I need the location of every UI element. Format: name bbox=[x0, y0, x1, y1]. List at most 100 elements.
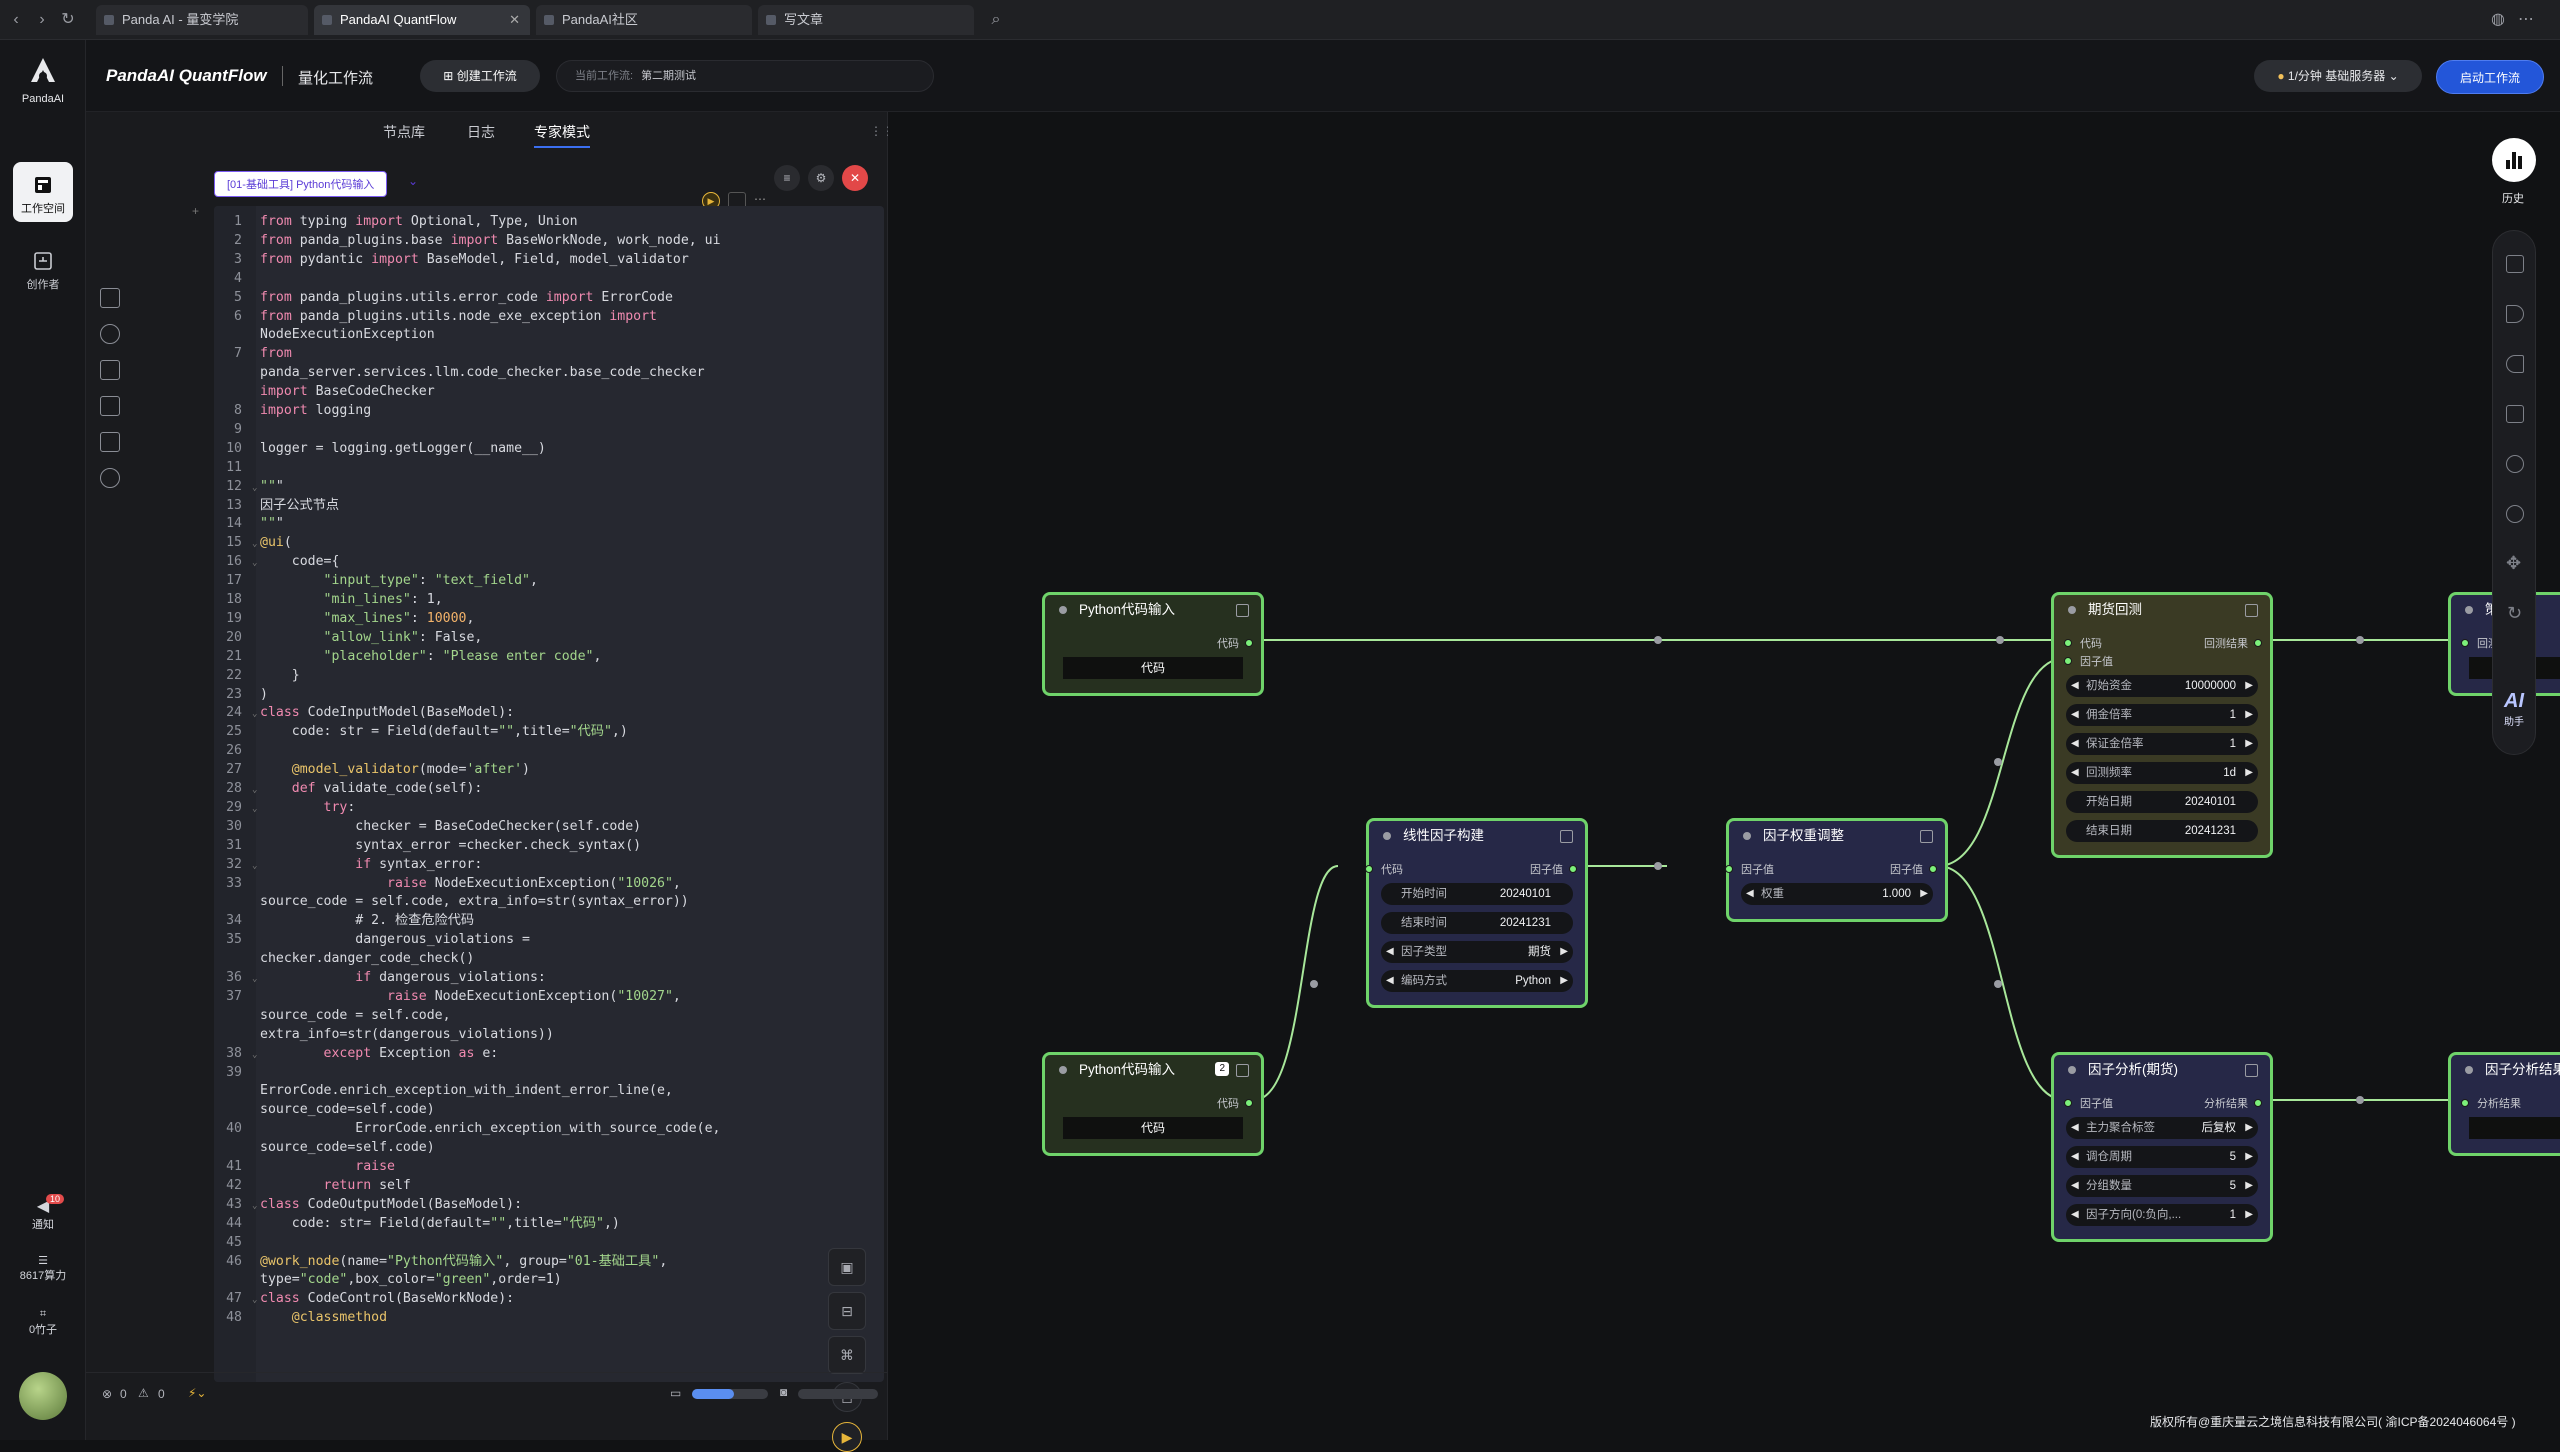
arrow-right-icon[interactable]: ▶ bbox=[1560, 946, 1568, 957]
arrow-left-icon[interactable]: ◀ bbox=[1386, 946, 1394, 957]
tab-expert-mode[interactable]: 专家模式 bbox=[534, 122, 590, 148]
input-port[interactable] bbox=[2064, 1099, 2072, 1107]
avatar[interactable] bbox=[19, 1372, 67, 1420]
edit-icon[interactable] bbox=[1920, 830, 1933, 843]
rail-compute[interactable]: ☰ 8617算力 bbox=[10, 1254, 76, 1283]
history-button[interactable] bbox=[2492, 138, 2536, 182]
browser-tab[interactable]: PandaAI社区 bbox=[536, 5, 752, 35]
fold-icon[interactable]: ⌄ bbox=[252, 709, 258, 720]
node-header[interactable]: 线性因子构建 bbox=[1369, 821, 1585, 851]
command-icon[interactable]: ⌘ bbox=[828, 1336, 866, 1374]
arrow-left-icon[interactable]: ◀ bbox=[2071, 738, 2079, 749]
fold-icon[interactable]: ⌄ bbox=[252, 539, 258, 550]
edit-icon[interactable] bbox=[1236, 604, 1249, 617]
share-icon[interactable] bbox=[100, 468, 120, 488]
server-select[interactable]: ● 1/分钟 基础服务器 ⌄ bbox=[2254, 60, 2422, 92]
format-icon[interactable]: ⊟ bbox=[828, 1292, 866, 1330]
param-direction[interactable]: ◀因子方向(0:负向,...1▶ bbox=[2066, 1204, 2258, 1226]
globe-icon[interactable]: ◍ bbox=[2491, 11, 2505, 28]
lightning-icon[interactable]: ⚡⌄ bbox=[188, 1386, 207, 1400]
tree-icon[interactable] bbox=[100, 288, 120, 308]
param-main-contract[interactable]: ◀主力聚合标签后复权▶ bbox=[2066, 1117, 2258, 1139]
code-button[interactable]: 代码 bbox=[1063, 657, 1243, 679]
output-port[interactable] bbox=[1929, 865, 1937, 873]
arrow-left-icon[interactable]: ◀ bbox=[2071, 767, 2079, 778]
zoom-icon[interactable]: ◙ bbox=[780, 1385, 788, 1399]
rail-workspace-button[interactable]: 工作空间 bbox=[13, 162, 73, 222]
reload-icon[interactable]: ↻ bbox=[61, 11, 75, 28]
reset-icon[interactable]: ↻ bbox=[2507, 603, 2523, 623]
import-icon[interactable] bbox=[2506, 355, 2524, 373]
fold-icon[interactable]: ⌄ bbox=[252, 803, 258, 814]
input-port[interactable] bbox=[2461, 639, 2469, 647]
more-icon[interactable]: ⋯ bbox=[754, 192, 766, 206]
arrow-left-icon[interactable]: ◀ bbox=[2071, 680, 2079, 691]
forward-icon[interactable]: › bbox=[39, 11, 45, 28]
arrow-left-icon[interactable]: ◀ bbox=[1746, 888, 1754, 899]
more-icon[interactable]: ⋯ bbox=[2518, 11, 2534, 28]
fold-icon[interactable]: ⌄ bbox=[252, 482, 258, 493]
gear-icon[interactable]: ⚙ bbox=[808, 165, 834, 191]
arrow-right-icon[interactable]: ▶ bbox=[2245, 767, 2253, 778]
chevron-down-icon[interactable]: ⌄ bbox=[408, 174, 419, 188]
arrow-right-icon[interactable]: ▶ bbox=[2245, 1151, 2253, 1162]
save-icon[interactable] bbox=[2506, 255, 2524, 273]
tab-search-icon[interactable]: ⌕ bbox=[991, 11, 1001, 28]
fold-icon[interactable]: ⌄ bbox=[252, 785, 258, 795]
edit-icon[interactable] bbox=[1236, 1064, 1249, 1077]
back-icon[interactable]: ‹ bbox=[13, 11, 19, 28]
node-python-input-1[interactable]: Python代码输入 代码 代码 bbox=[1042, 592, 1264, 696]
zoom-out-icon[interactable] bbox=[2506, 505, 2524, 523]
node-header[interactable]: 因子权重调整 bbox=[1729, 821, 1945, 851]
edit-icon[interactable] bbox=[1560, 830, 1573, 843]
ai-assistant-button[interactable]: AI 助手 bbox=[2494, 682, 2534, 754]
start-workflow-button[interactable]: 启动工作流 bbox=[2436, 60, 2544, 94]
variable-icon[interactable] bbox=[100, 324, 120, 344]
rail-creator-button[interactable]: 创作者 bbox=[13, 238, 73, 298]
arrow-right-icon[interactable]: ▶ bbox=[2245, 680, 2253, 691]
code-button[interactable]: 代码 bbox=[1063, 1117, 1243, 1139]
arrow-left-icon[interactable]: ◀ bbox=[2071, 1209, 2079, 1220]
fold-icon[interactable]: ⌄ bbox=[252, 1049, 258, 1060]
trash-icon[interactable] bbox=[2506, 405, 2524, 423]
node-header[interactable]: 因子分析(期货) bbox=[2054, 1055, 2270, 1085]
current-workflow-field[interactable]: 当前工作流:第二期测试 bbox=[556, 60, 934, 92]
arrow-left-icon[interactable]: ◀ bbox=[2071, 1122, 2079, 1133]
browser-tab[interactable]: 写文章 bbox=[758, 5, 974, 35]
cube-icon[interactable] bbox=[100, 360, 120, 380]
node-header[interactable]: 期货回测 bbox=[2054, 595, 2270, 625]
logo[interactable]: PandaAI bbox=[20, 56, 66, 105]
tab-log[interactable]: 日志 bbox=[467, 124, 495, 140]
list-icon[interactable] bbox=[100, 396, 120, 416]
fold-icon[interactable]: ⌄ bbox=[252, 1295, 258, 1306]
input-port[interactable] bbox=[2064, 639, 2072, 647]
node-header[interactable]: Python代码输入 bbox=[1045, 595, 1261, 625]
zoom-in-icon[interactable] bbox=[2506, 455, 2524, 473]
arrow-right-icon[interactable]: ▶ bbox=[1920, 888, 1928, 899]
fullscreen-button[interactable]: 全屏 bbox=[2469, 1117, 2560, 1139]
input-port[interactable] bbox=[1365, 865, 1373, 873]
arrow-right-icon[interactable]: ▶ bbox=[1560, 975, 1568, 986]
node-header[interactable]: 因子分析结果 bbox=[2451, 1055, 2560, 1085]
fold-icon[interactable]: ⌄ bbox=[252, 558, 258, 569]
add-icon[interactable]: + bbox=[192, 204, 200, 218]
progress-bar[interactable] bbox=[692, 1389, 768, 1399]
output-port[interactable] bbox=[1245, 639, 1253, 647]
output-port[interactable] bbox=[2254, 1099, 2262, 1107]
